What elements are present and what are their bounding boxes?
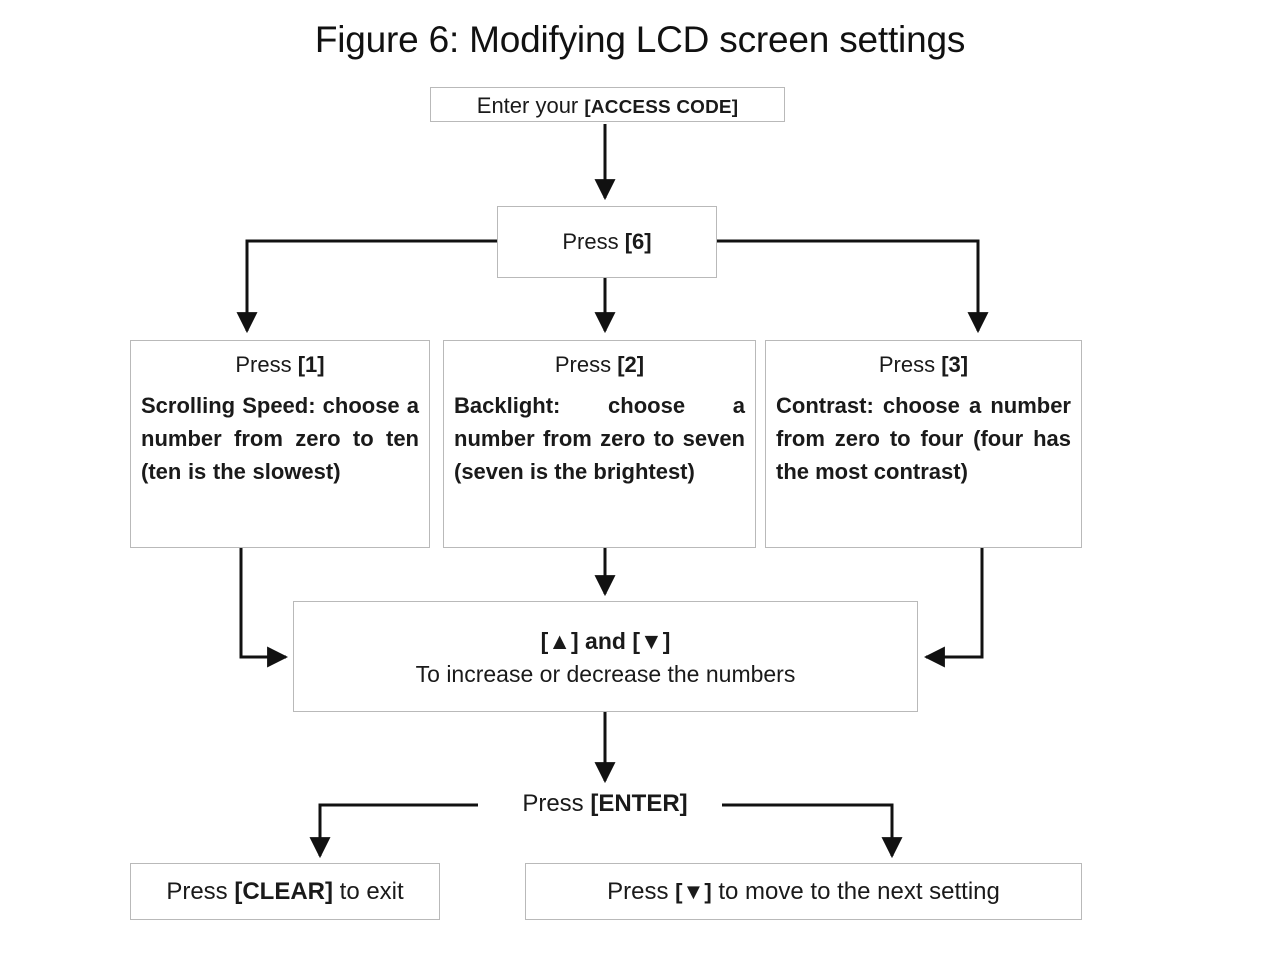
node-next-key: [▼]	[675, 878, 712, 904]
node-press-6[interactable]: Press [6]	[497, 206, 717, 278]
node-access-prefix: Enter your	[476, 93, 585, 118]
node-press-2-backlight[interactable]: Press [2] Backlight: choose a number fro…	[443, 340, 756, 548]
node-opt2-heading: Press [2]	[454, 351, 745, 379]
node-up-down-keys[interactable]: [▲] and [▼] To increase or decrease the …	[293, 601, 918, 712]
node-opt2-head-key: [2]	[617, 352, 645, 377]
node-press6-prefix: Press	[562, 229, 625, 254]
node-clear-suffix: to exit	[332, 877, 404, 905]
node-access-key: [ACCESS CODE]	[584, 97, 739, 118]
node-press-enter[interactable]: Press [ENTER]	[455, 788, 755, 820]
up-down-arrow-keys-label: [▲] and [▼]	[540, 628, 671, 654]
node-opt1-head-prefix: Press	[235, 352, 298, 377]
node-next-suffix: to move to the next setting	[711, 877, 1000, 905]
edge-opt3-to-updown	[923, 548, 984, 668]
node-press-clear-to-exit[interactable]: Press [CLEAR] to exit	[130, 863, 440, 920]
edge-press6-to-opt3	[717, 239, 989, 334]
figure-title: Figure 6: Modifying LCD screen settings	[314, 19, 966, 60]
node-opt3-head-prefix: Press	[878, 352, 942, 377]
node-opt3-body: Contrast: choose a number from zero to f…	[776, 393, 1071, 484]
node-enter-prefix: Press	[522, 790, 591, 817]
node-opt1-heading: Press [1]	[141, 351, 419, 379]
node-press-1-scrolling-speed[interactable]: Press [1] Scrolling Speed: choose a numb…	[130, 340, 430, 548]
node-enter-key: [ENTER]	[590, 790, 688, 817]
node-opt2-head-prefix: Press	[554, 352, 618, 377]
node-press-3-contrast[interactable]: Press [3] Contrast: choose a number from…	[765, 340, 1082, 548]
up-down-description: To increase or decrease the numbers	[415, 661, 796, 687]
node-clear-text: Press [CLEAR] to exit	[166, 877, 403, 907]
node-press-down-next-setting[interactable]: Press [▼] to move to the next setting	[525, 863, 1082, 920]
node-opt1-body: Scrolling Speed: choose a number from ze…	[141, 393, 419, 484]
node-opt2-body: Backlight: choose a number from zero to …	[454, 393, 745, 484]
node-opt3-head-key: [3]	[941, 352, 969, 377]
node-next-prefix: Press	[607, 877, 676, 905]
node-next-text: Press [▼] to move to the next setting	[607, 877, 1000, 907]
node-enter-access-code[interactable]: Enter your [ACCESS CODE]	[430, 87, 785, 122]
edge-press6-to-opt1	[236, 239, 497, 334]
node-opt3-heading: Press [3]	[776, 351, 1071, 379]
node-clear-key: [CLEAR]	[234, 877, 333, 905]
edge-opt1-to-updown	[239, 548, 289, 668]
node-clear-prefix: Press	[166, 877, 235, 905]
node-access-text: Enter your [ACCESS CODE]	[439, 92, 776, 121]
node-opt1-head-key: [1]	[297, 352, 325, 377]
node-press6-text: Press [6]	[562, 229, 651, 255]
node-press6-key: [6]	[624, 229, 652, 254]
